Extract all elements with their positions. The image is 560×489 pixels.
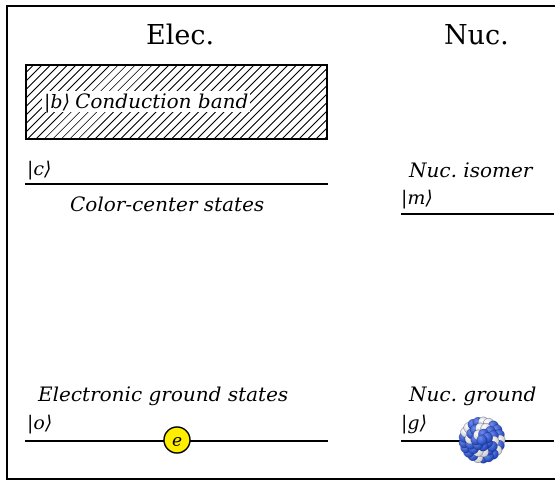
conduction-band-label: Conduction band xyxy=(75,89,249,113)
electronic-ground-label: Electronic ground states xyxy=(38,382,289,406)
nuclear-isomer-level xyxy=(401,213,554,215)
color-center-ket: |c⟩ xyxy=(27,158,52,180)
nuclear-isomer-label: Nuc. isomer xyxy=(409,158,533,182)
color-center-level xyxy=(25,183,328,185)
electronic-ground-ket: |o⟩ xyxy=(27,412,53,434)
nuclear-ground-ket: |g⟩ xyxy=(401,412,427,434)
color-center-label: Color-center states xyxy=(70,192,265,216)
nucleus-icon xyxy=(458,416,506,464)
electron-icon: e xyxy=(163,426,191,454)
conduction-band-label-group: |b⟩ Conduction band xyxy=(42,89,251,113)
nuclear-column-title: Nuc. xyxy=(444,20,509,51)
proton-sphere xyxy=(476,434,488,446)
nuclear-isomer-ket: |m⟩ xyxy=(401,187,433,209)
diagram-frame xyxy=(6,5,555,480)
electron-symbol: e xyxy=(172,431,182,451)
nuclear-ground-label: Nuc. ground xyxy=(409,382,537,406)
conduction-band-ket: |b⟩ xyxy=(44,91,70,113)
electronic-column-title: Elec. xyxy=(146,20,215,51)
